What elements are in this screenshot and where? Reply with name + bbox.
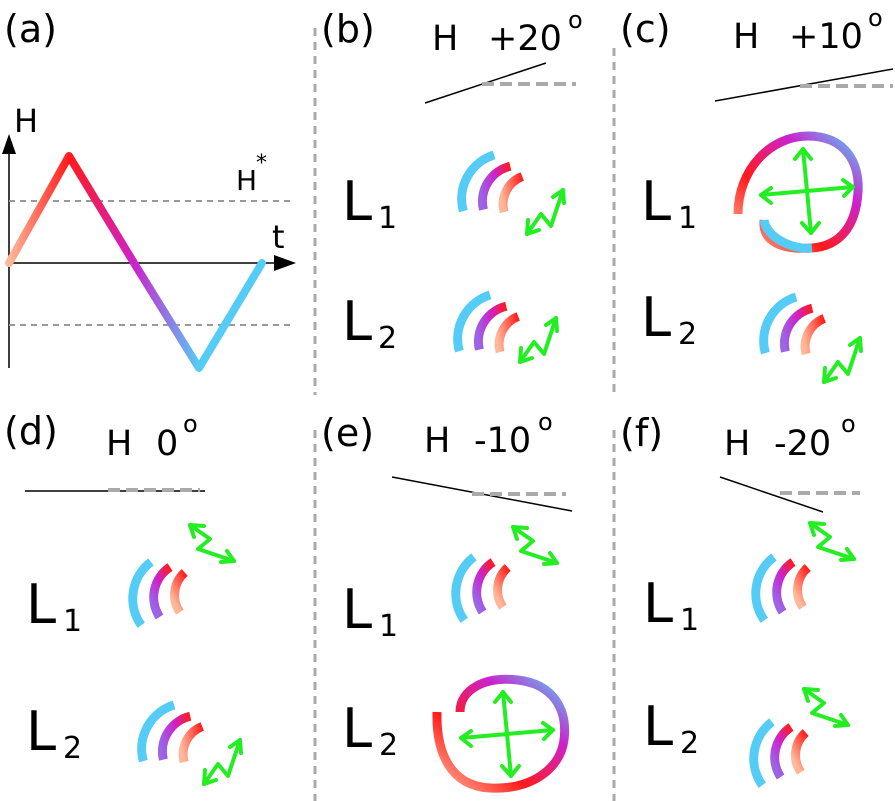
panel-d: (d) H 0 o L 1 L 2 <box>4 409 243 786</box>
panel-b-L1-sub: 1 <box>378 201 397 236</box>
panel-e-L1-loop <box>439 545 524 627</box>
signal-fall-1 <box>65 153 138 266</box>
panel-c-label: (c) <box>620 7 671 51</box>
panel-a: (a) H t H * <box>2 7 296 372</box>
panel-b-field-symbol: H <box>432 19 458 59</box>
panel-f-angle: -20 <box>774 424 831 464</box>
panel-d-L2-loop <box>134 701 207 769</box>
panel-b-angle: +20 <box>488 19 562 59</box>
y-axis-arrowhead <box>2 134 16 154</box>
panel-c-L1-loop-tail <box>759 218 813 253</box>
panel-c-field-symbol: H <box>733 17 759 57</box>
panel-c-L2-loop <box>756 293 829 361</box>
panel-c-angle: +10 <box>789 17 863 57</box>
panel-f-label: (f) <box>620 411 663 455</box>
panel-f-degree: o <box>841 410 856 438</box>
panel-b-label: (b) <box>321 7 375 51</box>
panel-f-L2-loop <box>737 710 822 792</box>
panel-e-angle: -10 <box>474 421 531 461</box>
panel-e-degree: o <box>538 408 553 436</box>
panel-d-L2: L <box>26 700 56 763</box>
panel-e-L1-arrow <box>511 525 559 566</box>
panel-b-L2-loop <box>450 291 523 359</box>
threshold-label: H <box>236 164 257 197</box>
panel-d-L2-arrow <box>202 738 243 786</box>
panel-e-L1-sub: 1 <box>379 609 398 644</box>
panel-e-L2-sub: 2 <box>379 728 398 763</box>
x-axis-arrowhead <box>274 255 296 271</box>
panel-e-L2-arrows <box>459 690 555 778</box>
panel-f-L1-sub: 1 <box>680 603 699 638</box>
panel-b-L2: L <box>342 290 372 353</box>
panel-b-L1-arrow <box>525 188 566 236</box>
panel-a-label: (a) <box>4 7 57 51</box>
panel-d-L1-arrow <box>188 523 236 564</box>
panel-b-L2-sub: 2 <box>378 321 397 356</box>
panel-f: (f) H -20 o L 1 L 2 <box>620 410 860 792</box>
signal-fall-2 <box>130 260 203 371</box>
panel-f-field-direction <box>719 476 824 513</box>
panel-d-L1: L <box>26 573 56 636</box>
panel-c-L2-sub: 2 <box>678 317 697 352</box>
panel-f-L2-sub: 2 <box>680 726 699 761</box>
panel-c-L2-arrow <box>822 336 863 384</box>
panel-c-L2: L <box>641 286 671 349</box>
panel-b-L1: L <box>342 170 372 233</box>
panel-f-L2-arrow <box>802 687 850 728</box>
panel-d-label: (d) <box>4 409 58 453</box>
panel-d-angle: 0 <box>156 424 178 464</box>
panel-e-label: (e) <box>321 411 374 455</box>
panel-b-L1-loop <box>454 151 527 219</box>
panel-d-L1-sub: 1 <box>63 604 82 639</box>
panel-b-L2-arrow <box>518 316 559 364</box>
panel-d-degree: o <box>183 410 198 438</box>
panel-f-L1-loop <box>739 545 824 627</box>
panel-d-L1-loop <box>116 550 201 632</box>
panel-c: (c) H +10 o L 1 L 2 <box>620 4 894 384</box>
panel-d-L2-sub: 2 <box>63 731 82 766</box>
panel-e-field-symbol: H <box>424 421 450 461</box>
panel-f-L1-arrow <box>808 521 856 562</box>
panel-c-degree: o <box>868 4 883 32</box>
panel-f-field-symbol: H <box>724 424 750 464</box>
panel-e-L1: L <box>342 578 372 641</box>
panel-f-L2: L <box>643 695 673 758</box>
panel-e-L2-loop <box>432 674 570 793</box>
y-axis-label: H <box>14 102 38 140</box>
panel-b: (b) H +20 o L 1 L 2 <box>321 6 583 364</box>
panel-d-field-symbol: H <box>106 424 132 464</box>
panel-e-L2: L <box>342 697 372 760</box>
x-axis-label: t <box>272 218 285 256</box>
panel-e: (e) H -10 o L 1 L 2 <box>321 408 573 793</box>
panel-b-degree: o <box>568 6 583 34</box>
threshold-label-sup: * <box>256 151 267 176</box>
panel-c-L1-arrows <box>759 147 855 235</box>
panel-c-L1-sub: 1 <box>678 201 697 236</box>
signal-rise-2 <box>195 259 266 372</box>
panel-c-L1: L <box>641 170 671 233</box>
signal-rise <box>5 152 73 267</box>
panel-f-L1: L <box>643 572 673 635</box>
